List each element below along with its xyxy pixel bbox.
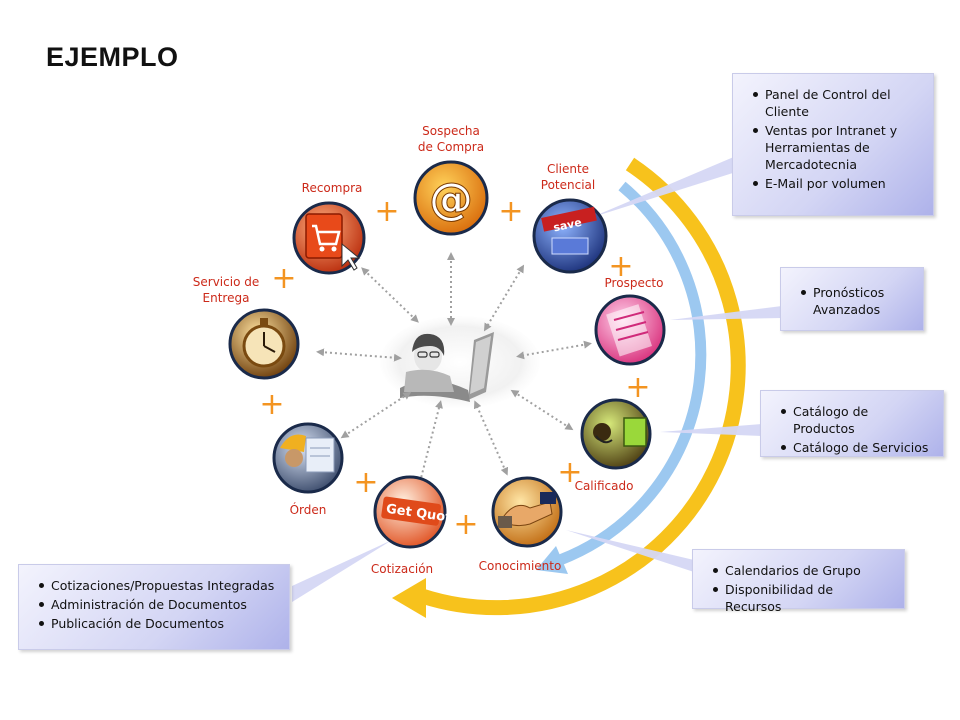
plus-sign: + <box>498 194 523 229</box>
stage-label-line1: Servicio de <box>193 275 259 289</box>
callout-item: Administración de Documentos <box>39 596 275 613</box>
plus-sign: + <box>557 455 582 490</box>
callout-cliente-tools: Panel de Control del Cliente Ventas por … <box>732 73 934 216</box>
callout-item: Pronósticos Avanzados <box>801 284 909 318</box>
plus-sign: + <box>625 370 650 405</box>
callout-pointers <box>292 156 782 602</box>
stage-label-line2: Potencial <box>541 178 595 192</box>
stage-orden[interactable]: Órden <box>272 422 344 517</box>
stage-label-line1: Calificado <box>575 479 634 493</box>
handshake-icon <box>498 492 556 528</box>
stage-label-line1: Cliente <box>547 162 589 176</box>
process-arc-outer <box>392 157 746 618</box>
stage-prospecto[interactable]: Prospecto <box>594 276 666 366</box>
plus-sign: + <box>353 465 378 500</box>
stage-calificado[interactable]: Calificado <box>575 398 652 493</box>
callout-list: Pronósticos Avanzados <box>801 284 909 318</box>
callout-item: Ventas por Intranet y Herramientas de Me… <box>753 122 919 173</box>
callout-item: Catálogo de Servicios <box>781 439 929 456</box>
callout-cotizaciones: Cotizaciones/Propuestas Integradas Admin… <box>18 564 290 650</box>
callout-item: E-Mail por volumen <box>753 175 919 192</box>
callout-list: Calendarios de Grupo Disponibilidad de R… <box>713 562 890 615</box>
plus-sign: + <box>271 261 296 296</box>
callout-list: Panel de Control del Cliente Ventas por … <box>753 86 919 192</box>
stage-label-line1: Cotización <box>371 562 433 576</box>
callout-item: Disponibilidad de Recursos <box>713 581 890 615</box>
stage-label-line1: Prospecto <box>605 276 664 290</box>
woman-at-laptop-icon <box>400 332 494 402</box>
headset-agent-icon <box>593 417 647 447</box>
stage-label-line2: Entrega <box>203 291 250 305</box>
stage-label-line1: Conocimiento <box>479 559 562 573</box>
callout-item: Cotizaciones/Propuestas Integradas <box>39 577 275 594</box>
callout-item: Calendarios de Grupo <box>713 562 890 579</box>
process-arc-inner <box>536 181 707 574</box>
callout-pronosticos: Pronósticos Avanzados <box>780 267 924 331</box>
plus-sign: + <box>453 507 478 542</box>
page-title: EJEMPLO <box>46 42 179 72</box>
stopwatch-icon <box>242 318 286 368</box>
callout-item: Panel de Control del Cliente <box>753 86 919 120</box>
callout-list: Cotizaciones/Propuestas Integradas Admin… <box>39 577 275 632</box>
stage-label-line1: Recompra <box>302 181 363 195</box>
svg-text:@: @ <box>429 174 473 225</box>
center-hub <box>380 316 540 408</box>
construction-worker-icon <box>280 434 335 473</box>
callout-item: Publicación de Documentos <box>39 615 275 632</box>
at-sign-icon: @ <box>429 174 474 226</box>
stage-cotizacion[interactable]: Get Quotes Cotización <box>371 475 469 576</box>
callout-item: Catálogo de Productos <box>781 403 929 437</box>
plus-signs: + + + + + + + + + <box>259 194 650 542</box>
callout-catalogo: Catálogo de Productos Catálogo de Servic… <box>760 390 944 457</box>
callout-list: Catálogo de Productos Catálogo de Servic… <box>781 403 929 456</box>
plus-sign: + <box>374 194 399 229</box>
plus-sign: + <box>259 387 284 422</box>
shopping-cart-icon <box>305 213 361 271</box>
plus-sign: + <box>608 249 633 284</box>
stage-recompra[interactable]: Recompra <box>292 181 366 275</box>
stage-conocimiento[interactable]: Conocimiento <box>479 476 563 573</box>
save-banner-icon: save <box>541 206 597 255</box>
stage-label-line1: Órden <box>290 502 327 517</box>
callout-calendarios: Calendarios de Grupo Disponibilidad de R… <box>692 549 905 614</box>
report-document-icon <box>606 304 653 357</box>
stage-label-line1: Sospecha <box>422 124 480 138</box>
stage-label-line2: de Compra <box>418 140 484 154</box>
stage-sospecha[interactable]: @ Sospecha de Compra <box>413 124 489 236</box>
stage-servicio[interactable]: Servicio de Entrega <box>193 275 300 380</box>
svg-text:save: save <box>552 216 583 235</box>
stage-cliente[interactable]: save Cliente Potencial <box>532 162 608 274</box>
dotted-connectors <box>316 252 592 486</box>
